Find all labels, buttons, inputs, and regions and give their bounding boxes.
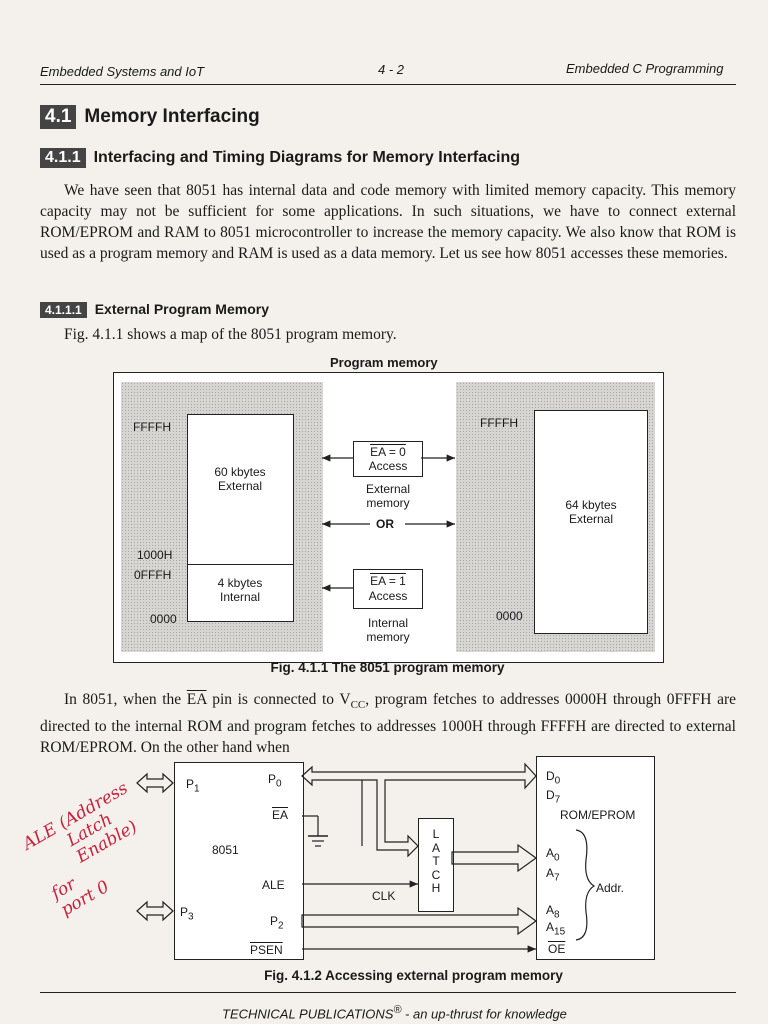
pin-p3: P3 [180, 905, 194, 923]
p1-bus-arrow [136, 772, 174, 794]
left-0fffh: 0FFFH [134, 568, 172, 582]
pin-p0: P0 [268, 772, 282, 790]
pin-psen: PSEN [250, 943, 283, 957]
p0-data-bus [301, 762, 537, 858]
int-4k-label: 4 kbytes Internal [217, 576, 263, 604]
subsection-heading: 4.1.1 Interfacing and Timing Diagrams for… [40, 148, 520, 168]
subsubsection-number: 4.1.1.1 [40, 302, 87, 318]
pin-a0: A0 [546, 846, 560, 864]
right-ffffh: FFFFH [480, 416, 518, 430]
latch-block [418, 818, 454, 912]
subsection-number: 4.1.1 [40, 148, 86, 168]
right-0000: 0000 [496, 609, 523, 623]
chip-label: 8051 [212, 843, 239, 857]
left-0000: 0000 [150, 612, 177, 626]
footer: TECHNICAL PUBLICATIONS® - an up-thrust f… [222, 1004, 567, 1022]
left-ffffh: FFFFH [133, 420, 171, 434]
section-title: Memory Interfacing [84, 106, 260, 127]
footer-rule [40, 992, 736, 993]
pin-a15: A15 [546, 920, 566, 938]
paragraph-1: We have seen that 8051 has internal data… [40, 182, 736, 262]
pin-oe: OE [548, 942, 566, 956]
or-label: OR [376, 517, 394, 531]
fig1-caption: Fig. 4.1.1 The 8051 program memory [270, 660, 505, 675]
subsubsection-heading: 4.1.1.1 External Program Memory [40, 301, 269, 318]
pin-d0: D0 [546, 769, 561, 787]
ea1-box [353, 569, 423, 609]
pin-ea: EA [272, 808, 289, 822]
int-mem-label: Internal memory [366, 616, 410, 644]
fig2-caption: Fig. 4.1.2 Accessing external program me… [264, 968, 563, 983]
addr-label: Addr. [596, 881, 625, 895]
ext-64k-label: 64 kbytes External [565, 498, 617, 526]
ext-60k-block [187, 414, 294, 566]
clk-label: CLK [372, 889, 396, 903]
header-rule [40, 84, 736, 85]
section-number: 4.1 [40, 105, 77, 129]
fig1-title: Program memory [330, 355, 438, 370]
ext-64k-block [534, 410, 648, 634]
rom-label: ROM/EPROM [560, 808, 636, 822]
chip-8051 [174, 762, 304, 960]
pin-d7: D7 [546, 788, 561, 806]
page-number: 4 - 2 [378, 62, 405, 77]
address-brace [575, 829, 596, 941]
figure-intro: Fig. 4.1.1 shows a map of the 8051 progr… [64, 326, 397, 343]
p2-address-bus [301, 906, 538, 936]
pin-ale: ALE [262, 878, 285, 892]
ext-mem-label: External memory [365, 482, 411, 510]
latch-address-bus [451, 843, 538, 873]
int-4k-block [187, 564, 294, 622]
ext-60k-label: 60 kbytes External [214, 465, 266, 493]
pin-p1: P1 [186, 777, 200, 795]
subsubsection-title: External Program Memory [94, 301, 269, 317]
header-left: Embedded Systems and IoT [40, 64, 205, 79]
left-1000h: 1000H [137, 548, 173, 562]
pin-a8: A8 [546, 903, 560, 921]
section-heading: 4.1 Memory Interfacing [40, 105, 260, 129]
p3-bus-arrow [136, 900, 174, 922]
subsection-title: Interfacing and Timing Diagrams for Memo… [93, 149, 521, 166]
rom-eprom-chip [536, 756, 655, 960]
header-right: Embedded C Programming [566, 61, 724, 76]
paragraph-2: In 8051, when the EA pin is connected to… [40, 691, 737, 757]
pin-p2: P2 [270, 914, 284, 932]
ea0-box [353, 441, 423, 477]
pin-a7: A7 [546, 866, 560, 884]
